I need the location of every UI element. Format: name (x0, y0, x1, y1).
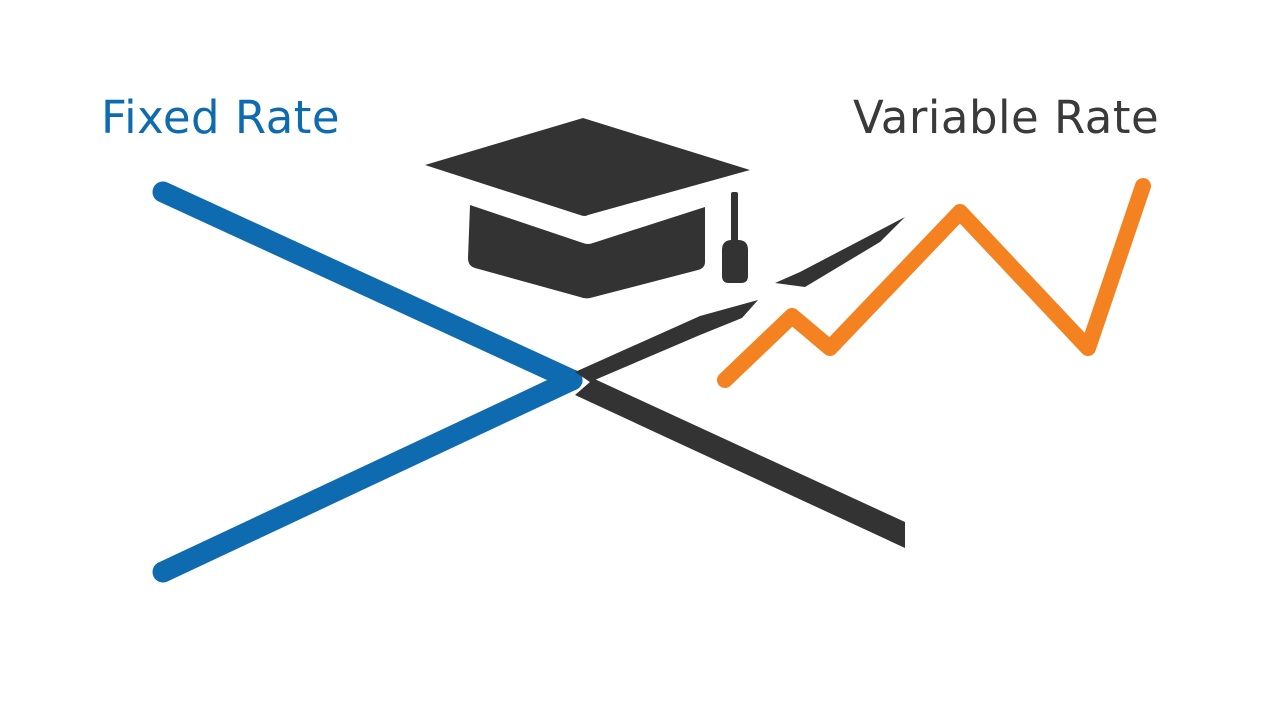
dark-diverging-lines-icon (575, 217, 905, 548)
fixed-rate-label: Fixed Rate (101, 91, 341, 144)
variable-rate-label: Variable Rate (853, 91, 1160, 144)
graduation-cap-icon (425, 118, 750, 299)
variable-rate-line-icon (717, 178, 1151, 388)
fixed-rate-lines-icon (152, 181, 583, 583)
